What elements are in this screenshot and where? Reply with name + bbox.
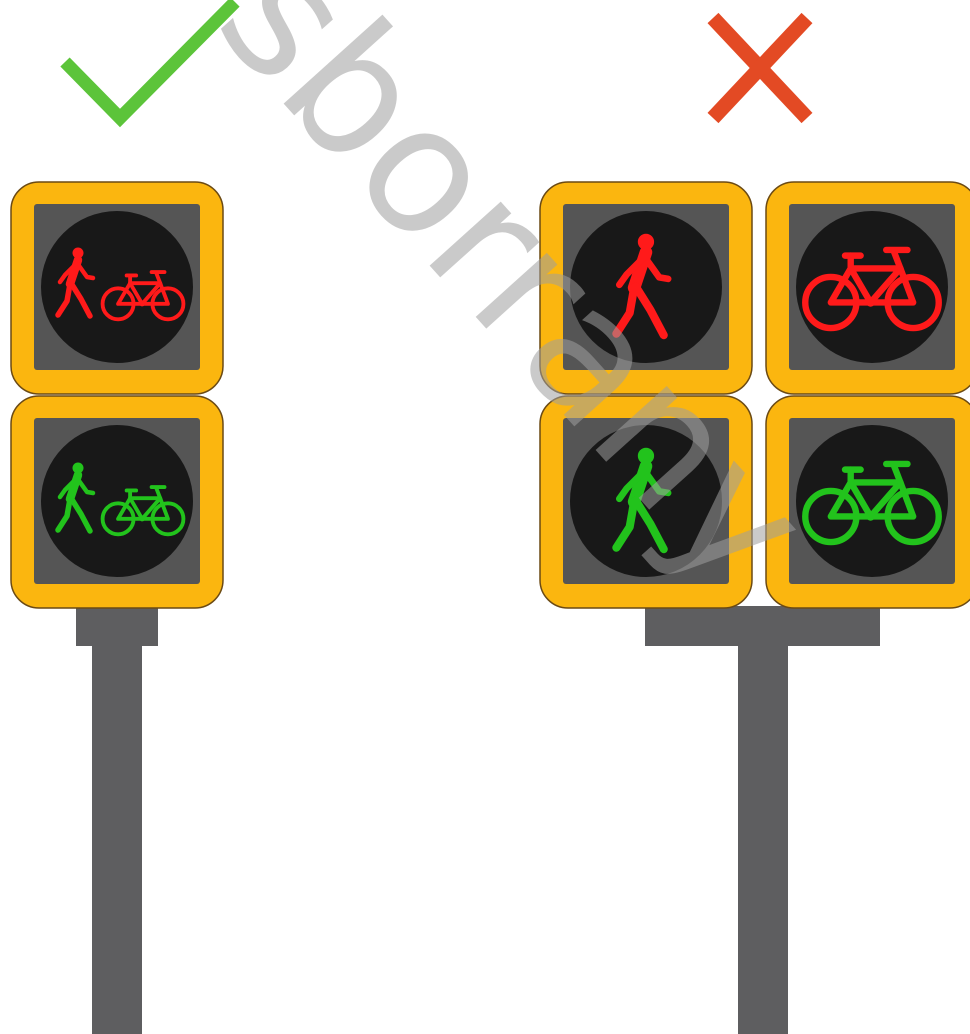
left-pole: [92, 640, 142, 1034]
combined-signal-assembly: [11, 182, 223, 1034]
signal-head-combined-green: [11, 396, 223, 608]
left-pole-bracket: [76, 606, 158, 646]
right-pole: [738, 640, 788, 1034]
cross-icon: [713, 18, 807, 118]
signal-head-combined-red: [11, 182, 223, 394]
right-pole-bracket: [645, 606, 880, 646]
signal-head-bicycle-red: [766, 182, 970, 394]
